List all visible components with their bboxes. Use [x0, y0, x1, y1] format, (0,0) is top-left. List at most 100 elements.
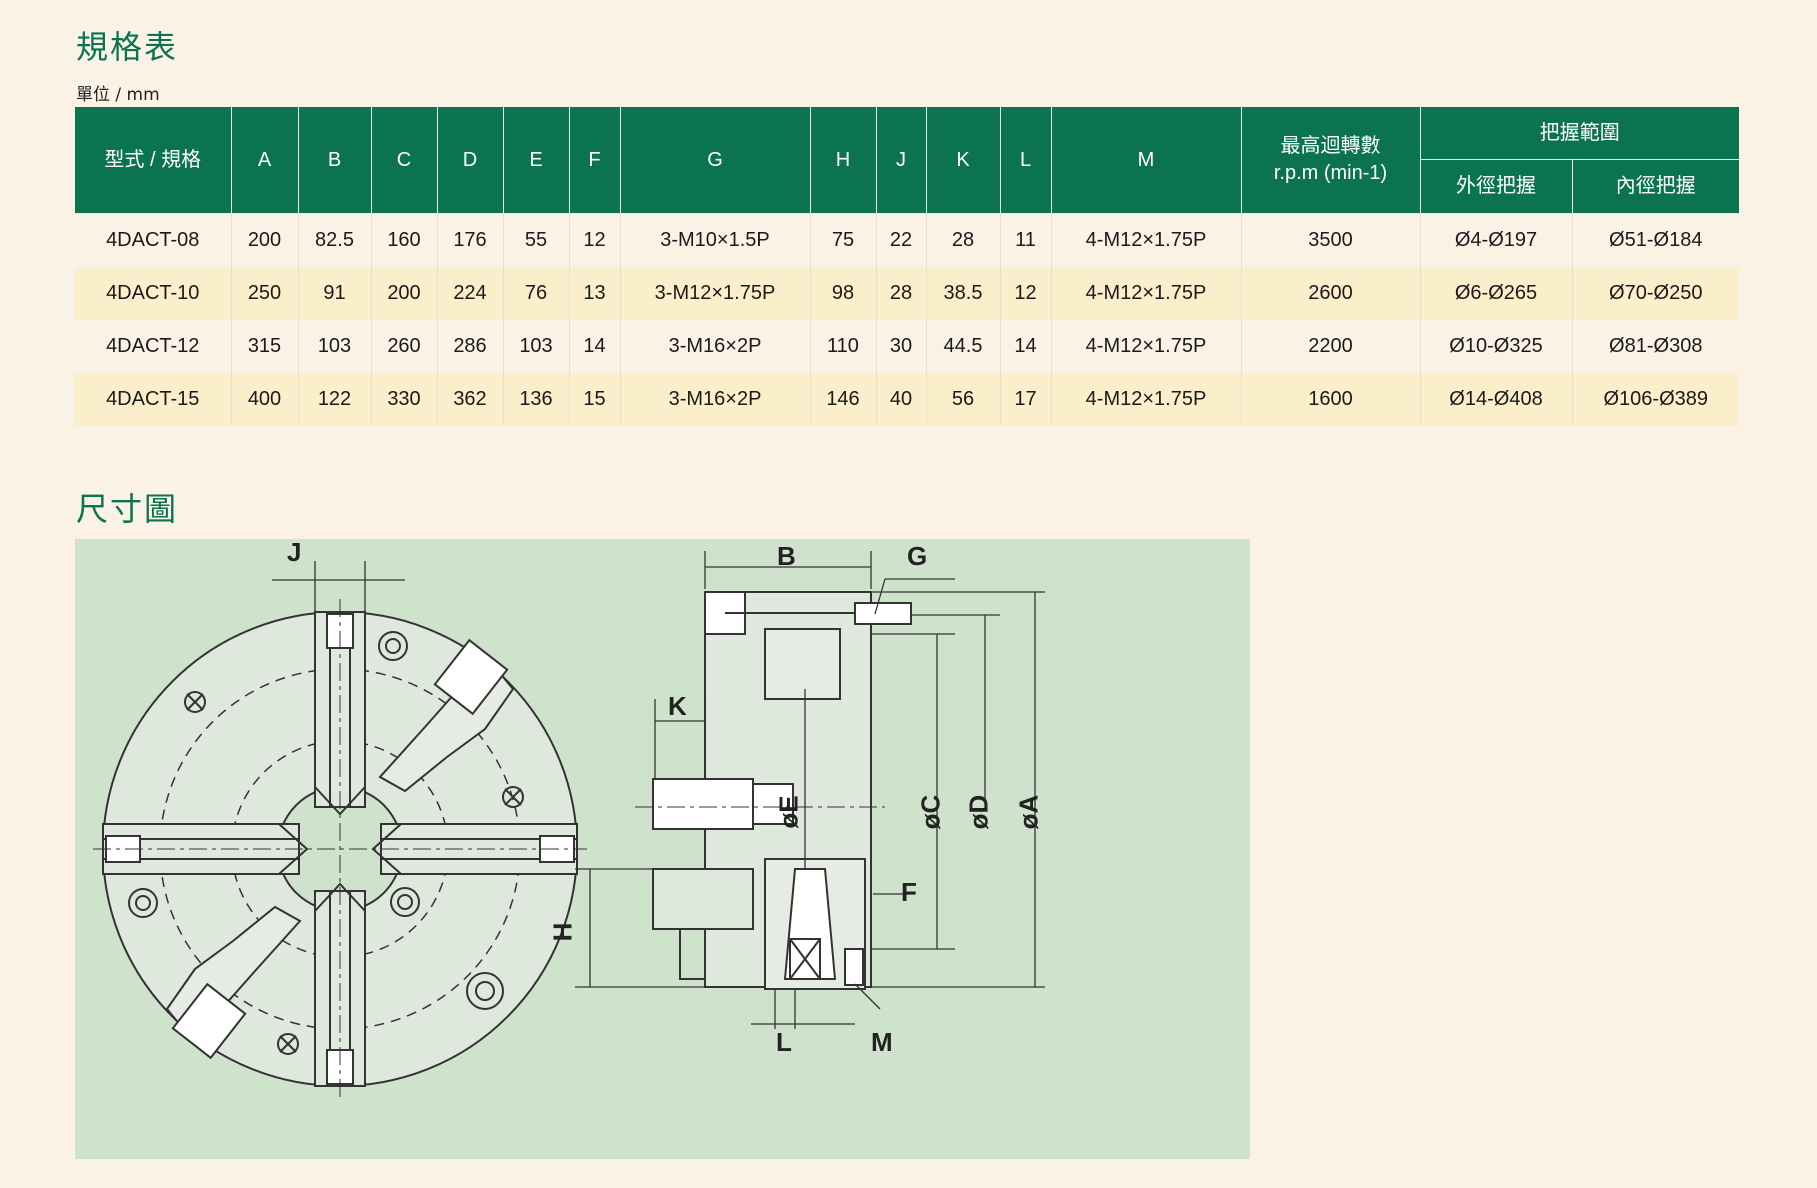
table-cell: 30 — [876, 320, 927, 373]
col-header-g: G — [620, 107, 811, 214]
col-header-m: M — [1051, 107, 1242, 214]
table-cell: 224 — [437, 267, 504, 320]
label-g: G — [907, 541, 928, 571]
table-cell: 17 — [1000, 373, 1052, 426]
table-cell: 176 — [437, 213, 504, 267]
col-header-l: L — [1000, 107, 1052, 214]
table-cell: 136 — [503, 373, 570, 426]
table-cell: 1600 — [1241, 373, 1421, 426]
col-header-grip-inner: 內徑把握 — [1572, 159, 1739, 214]
col-header-h: H — [810, 107, 877, 214]
col-header-max-rpm: 最高迴轉數 r.p.m (min-1) — [1241, 107, 1421, 214]
table-cell: 122 — [298, 373, 372, 426]
table-cell: 4-M12×1.75P — [1051, 213, 1242, 267]
table-cell: Ø10-Ø325 — [1420, 320, 1573, 373]
table-cell: 4-M12×1.75P — [1051, 320, 1242, 373]
label-b: B — [777, 541, 796, 571]
table-cell: 3-M16×2P — [620, 320, 811, 373]
table-cell: 4DACT-15 — [75, 373, 232, 426]
unit-label: 單位 / mm — [76, 85, 160, 105]
table-cell: Ø6-Ø265 — [1420, 267, 1573, 320]
table-cell: 4DACT-10 — [75, 267, 232, 320]
col-header-d: D — [437, 107, 504, 214]
col-header-k: K — [926, 107, 1001, 214]
table-cell: 3-M12×1.75P — [620, 267, 811, 320]
table-cell: 286 — [437, 320, 504, 373]
label-a: øA — [1013, 794, 1044, 830]
table-cell: 3500 — [1241, 213, 1421, 267]
table-cell: 250 — [231, 267, 299, 320]
col-header-c: C — [371, 107, 438, 214]
col-header-model: 型式 / 規格 — [75, 107, 232, 214]
table-cell: 15 — [569, 373, 621, 426]
table-cell: Ø14-Ø408 — [1420, 373, 1573, 426]
label-l: L — [776, 1027, 792, 1057]
table-cell: 3-M16×2P — [620, 373, 811, 426]
table-cell: 38.5 — [926, 267, 1001, 320]
table-cell: 2200 — [1241, 320, 1421, 373]
table-cell: 3-M10×1.5P — [620, 213, 811, 267]
table-cell: 28 — [926, 213, 1001, 267]
label-j: J — [287, 537, 302, 567]
table-cell: 75 — [810, 213, 877, 267]
table-cell: 146 — [810, 373, 877, 426]
table-cell: 14 — [569, 320, 621, 373]
col-header-e: E — [503, 107, 570, 214]
table-cell: 110 — [810, 320, 877, 373]
col-header-a: A — [231, 107, 299, 214]
table-cell: 91 — [298, 267, 372, 320]
table-cell: Ø106-Ø389 — [1572, 373, 1739, 426]
col-header-j: J — [876, 107, 927, 214]
table-cell: 76 — [503, 267, 570, 320]
table-cell: 4-M12×1.75P — [1051, 373, 1242, 426]
table-cell: 28 — [876, 267, 927, 320]
dimension-diagram: J B G K H øE øC øD øA F L M — [75, 539, 1250, 1159]
table-cell: 56 — [926, 373, 1001, 426]
label-h: H — [547, 922, 578, 942]
table-cell: 13 — [569, 267, 621, 320]
table-cell: 103 — [503, 320, 570, 373]
chuck-front-view — [93, 599, 587, 1099]
table-cell: 12 — [1000, 267, 1052, 320]
table-cell: 98 — [810, 267, 877, 320]
table-cell: 200 — [371, 267, 438, 320]
table-cell: 160 — [371, 213, 438, 267]
table-cell: 22 — [876, 213, 927, 267]
diagram-title: 尺寸圖 — [76, 490, 179, 528]
col-header-f: F — [569, 107, 621, 214]
col-header-b: B — [298, 107, 372, 214]
label-c: øC — [915, 794, 946, 830]
spec-table-title: 規格表 — [76, 28, 179, 66]
table-cell: 200 — [231, 213, 299, 267]
label-f: F — [901, 877, 917, 907]
label-m: M — [871, 1027, 893, 1057]
table-cell: 400 — [231, 373, 299, 426]
table-cell: Ø4-Ø197 — [1420, 213, 1573, 267]
spec-table: 型式 / 規格 A B C D E F G H J K L M 最高迴轉數 r.… — [75, 107, 1739, 426]
chuck-drawing — [93, 551, 1045, 1099]
table-cell: 2600 — [1241, 267, 1421, 320]
table-cell: 260 — [371, 320, 438, 373]
table-cell: 55 — [503, 213, 570, 267]
table-cell: 14 — [1000, 320, 1052, 373]
col-header-grip-outer: 外徑把握 — [1420, 159, 1573, 214]
table-cell: 12 — [569, 213, 621, 267]
table-cell: 330 — [371, 373, 438, 426]
table-cell: 82.5 — [298, 213, 372, 267]
chuck-side-view — [635, 591, 912, 990]
table-cell: 103 — [298, 320, 372, 373]
table-cell: 40 — [876, 373, 927, 426]
label-d: øD — [963, 794, 994, 830]
table-cell: 44.5 — [926, 320, 1001, 373]
label-e: øE — [773, 795, 804, 829]
label-k: K — [668, 691, 687, 721]
table-cell: 4DACT-12 — [75, 320, 232, 373]
dim-j — [272, 561, 405, 614]
table-cell: 4-M12×1.75P — [1051, 267, 1242, 320]
side-dimension-lines — [575, 551, 1045, 1029]
table-cell: 11 — [1000, 213, 1052, 267]
